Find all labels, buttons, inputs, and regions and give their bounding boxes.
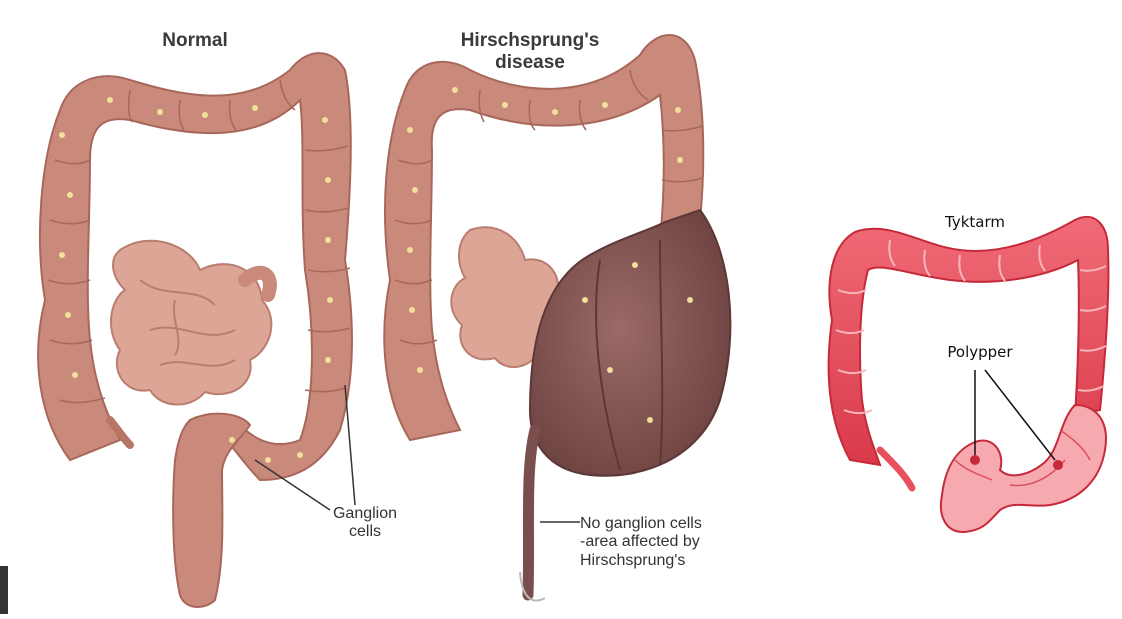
hirschsprung-title-line1: Hirschsprung's — [440, 30, 620, 52]
polyp-2 — [1053, 460, 1063, 470]
normal-small-intestine — [111, 241, 271, 405]
corner-edge-artifact — [0, 566, 8, 614]
no-ganglion-line1: No ganglion cells — [580, 515, 740, 533]
no-ganglion-line2: -area affected by — [580, 533, 740, 551]
ganglion-cells-line2: cells — [315, 523, 415, 541]
ganglion-cells-line1: Ganglion — [315, 505, 415, 523]
hirschsprung-title-line2: disease — [440, 52, 620, 74]
tyktarm-label: Tyktarm — [915, 214, 1035, 231]
polypper-label: Polypper — [920, 344, 1040, 361]
hirsch-narrow-segment — [528, 430, 535, 595]
ganglion-cells-label: Ganglion cells — [315, 505, 415, 542]
no-ganglion-line3: Hirschsprung's — [580, 552, 740, 570]
polyp-1 — [970, 455, 980, 465]
tyktarm-colon-illustration — [829, 217, 1109, 532]
no-ganglion-cells-label: No ganglion cells -area affected by Hirs… — [580, 515, 740, 570]
ganglion-leader-line-2 — [345, 385, 355, 505]
hirschsprung-title: Hirschsprung's disease — [440, 30, 620, 74]
normal-title: Normal — [130, 30, 260, 52]
hirsch-enlarged-segment — [530, 210, 730, 476]
normal-colon-illustration — [38, 53, 355, 607]
